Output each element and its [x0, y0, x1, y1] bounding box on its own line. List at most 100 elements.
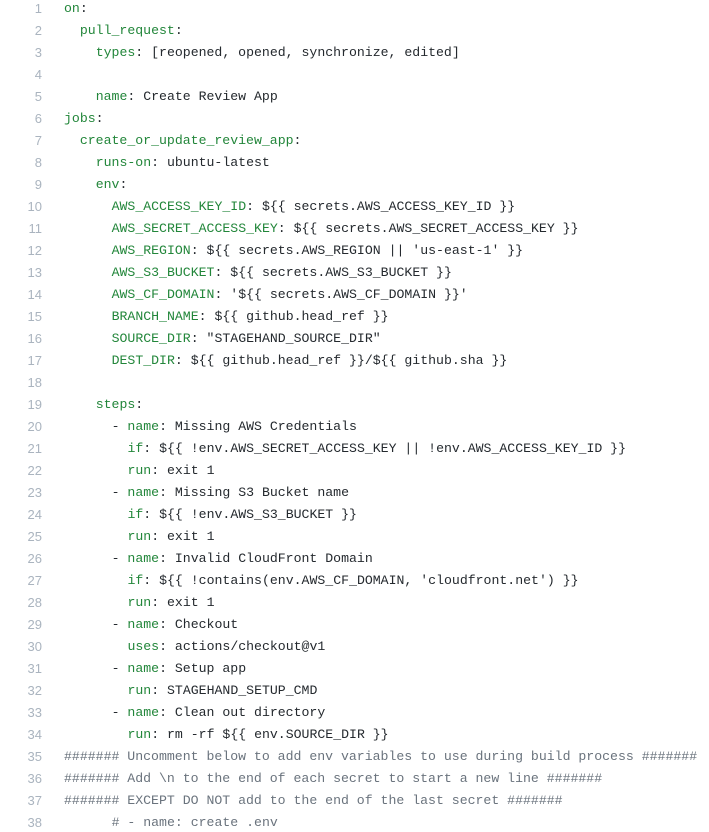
- code-line[interactable]: 38# - name: create .env: [0, 812, 709, 832]
- list-dash: -: [111, 661, 128, 676]
- code-content: env:: [96, 174, 128, 196]
- yaml-value: : ${{ !env.AWS_SECRET_ACCESS_KEY || !env…: [143, 441, 627, 456]
- code-line[interactable]: 35####### Uncomment below to add env var…: [0, 746, 709, 768]
- code-line[interactable]: 14 AWS_CF_DOMAIN: '${{ secrets.AWS_CF_DOM…: [0, 284, 709, 306]
- yaml-value: : exit 1: [151, 529, 215, 544]
- code-content: create_or_update_review_app:: [80, 130, 302, 152]
- yaml-key: uses: [127, 639, 160, 654]
- code-line[interactable]: 7 create_or_update_review_app:: [0, 130, 709, 152]
- yaml-value: : Checkout: [159, 617, 239, 632]
- code-line[interactable]: 4: [0, 64, 709, 86]
- line-number: 7: [34, 133, 42, 148]
- code-content: run: exit 1: [127, 592, 214, 614]
- yaml-key: types: [95, 45, 136, 60]
- code-line[interactable]: 37####### EXCEPT DO NOT add to the end o…: [0, 790, 709, 812]
- yaml-value: : ${{ secrets.AWS_S3_BUCKET }}: [214, 265, 452, 280]
- yaml-value: :: [79, 1, 88, 16]
- comment-text: ####### Uncomment below to add env varia…: [64, 749, 698, 764]
- yaml-key: if: [127, 441, 144, 456]
- code-content: - name: Checkout: [112, 614, 239, 636]
- line-number: 6: [34, 111, 42, 126]
- yaml-key: on: [64, 1, 80, 16]
- yaml-key: name: [127, 661, 160, 676]
- yaml-value: : exit 1: [151, 595, 215, 610]
- code-content: run: exit 1: [127, 526, 214, 548]
- yaml-key: DEST_DIR: [111, 353, 175, 368]
- yaml-value: : ${{ secrets.AWS_ACCESS_KEY_ID }}: [246, 199, 516, 214]
- code-content: if: ${{ !env.AWS_S3_BUCKET }}: [127, 504, 357, 526]
- yaml-key: pull_request: [79, 23, 175, 38]
- line-number: 32: [27, 683, 42, 698]
- line-number: 24: [27, 507, 42, 522]
- yaml-value: : ubuntu-latest: [151, 155, 270, 170]
- code-content: AWS_S3_BUCKET: ${{ secrets.AWS_S3_BUCKET…: [112, 262, 452, 284]
- code-line[interactable]: 33- name: Clean out directory: [0, 702, 709, 724]
- yaml-key: env: [95, 177, 120, 192]
- code-content: uses: actions/checkout@v1: [127, 636, 325, 658]
- list-dash: -: [111, 705, 128, 720]
- code-line[interactable]: 36####### Add \n to the end of each secr…: [0, 768, 709, 790]
- yaml-value: : ${{ secrets.AWS_SECRET_ACCESS_KEY }}: [277, 221, 579, 236]
- yaml-key: AWS_REGION: [111, 243, 191, 258]
- yaml-key: run: [127, 529, 152, 544]
- line-number: 19: [27, 397, 42, 412]
- code-line[interactable]: 29 - name: Checkout: [0, 614, 709, 636]
- yaml-value: :: [174, 23, 183, 38]
- code-content: on:: [64, 0, 88, 20]
- list-dash: -: [111, 419, 128, 434]
- code-line[interactable]: 18: [0, 372, 709, 394]
- code-line[interactable]: 20- name: Missing AWS Credentials: [0, 416, 709, 438]
- code-content: ####### EXCEPT DO NOT add to the end of …: [64, 790, 563, 812]
- yaml-value: : Missing AWS Credentials: [159, 419, 357, 434]
- line-number: 26: [27, 551, 42, 566]
- code-line[interactable]: 1 on:: [0, 0, 709, 20]
- yaml-key: BRANCH_NAME: [111, 309, 199, 324]
- code-content: AWS_CF_DOMAIN: '${{ secrets.AWS_CF_DOMAI…: [112, 284, 468, 306]
- yaml-key: name: [127, 551, 160, 566]
- line-number: 34: [27, 727, 42, 742]
- code-content: # - name: create .env: [112, 812, 278, 832]
- code-line[interactable]: 13 AWS_S3_BUCKET: ${{ secrets.AWS_S3_BUCK…: [0, 262, 709, 284]
- yaml-key: AWS_ACCESS_KEY_ID: [111, 199, 247, 214]
- code-content: jobs:: [64, 108, 104, 130]
- code-line[interactable]: 6 jobs:: [0, 108, 709, 130]
- line-number: 28: [27, 595, 42, 610]
- code-line[interactable]: 24 if: ${{ !env.AWS_S3_BUCKET }}: [0, 504, 709, 526]
- code-line[interactable]: 26- name: Invalid CloudFront Domain: [0, 548, 709, 570]
- line-number: 14: [27, 287, 42, 302]
- line-number: 13: [27, 265, 42, 280]
- code-line[interactable]: 28 run: exit 1: [0, 592, 709, 614]
- code-content: AWS_ACCESS_KEY_ID: ${{ secrets.AWS_ACCES…: [112, 196, 516, 218]
- code-line[interactable]: 31- name: Setup app: [0, 658, 709, 680]
- code-line[interactable]: 23- name: Missing S3 Bucket name: [0, 482, 709, 504]
- code-line[interactable]: 2 pull_request:: [0, 20, 709, 42]
- line-number: 17: [27, 353, 42, 368]
- line-number: 16: [27, 331, 42, 346]
- line-number: 33: [27, 705, 42, 720]
- line-number: 2: [34, 23, 42, 38]
- yaml-key: create_or_update_review_app: [79, 133, 294, 148]
- line-number: 29: [27, 617, 42, 632]
- line-number: 1: [34, 1, 42, 16]
- yaml-key: name: [95, 89, 128, 104]
- list-dash: -: [111, 485, 128, 500]
